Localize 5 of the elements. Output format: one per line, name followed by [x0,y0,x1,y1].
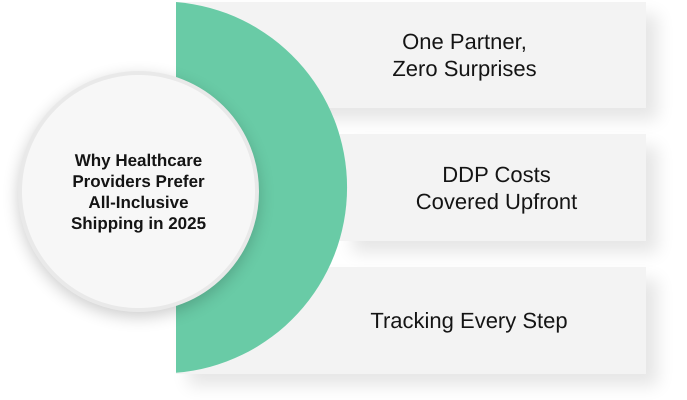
benefit-text: Tracking Every Step [370,307,568,334]
benefit-text: One Partner, Zero Surprises [391,28,538,82]
benefit-card [340,134,646,241]
topic-text: Why Healthcare Providers Prefer All-Inclusive Shipping in 2025 [70,150,208,234]
benefit-text: DDP Costs Covered Upfront [414,160,578,214]
